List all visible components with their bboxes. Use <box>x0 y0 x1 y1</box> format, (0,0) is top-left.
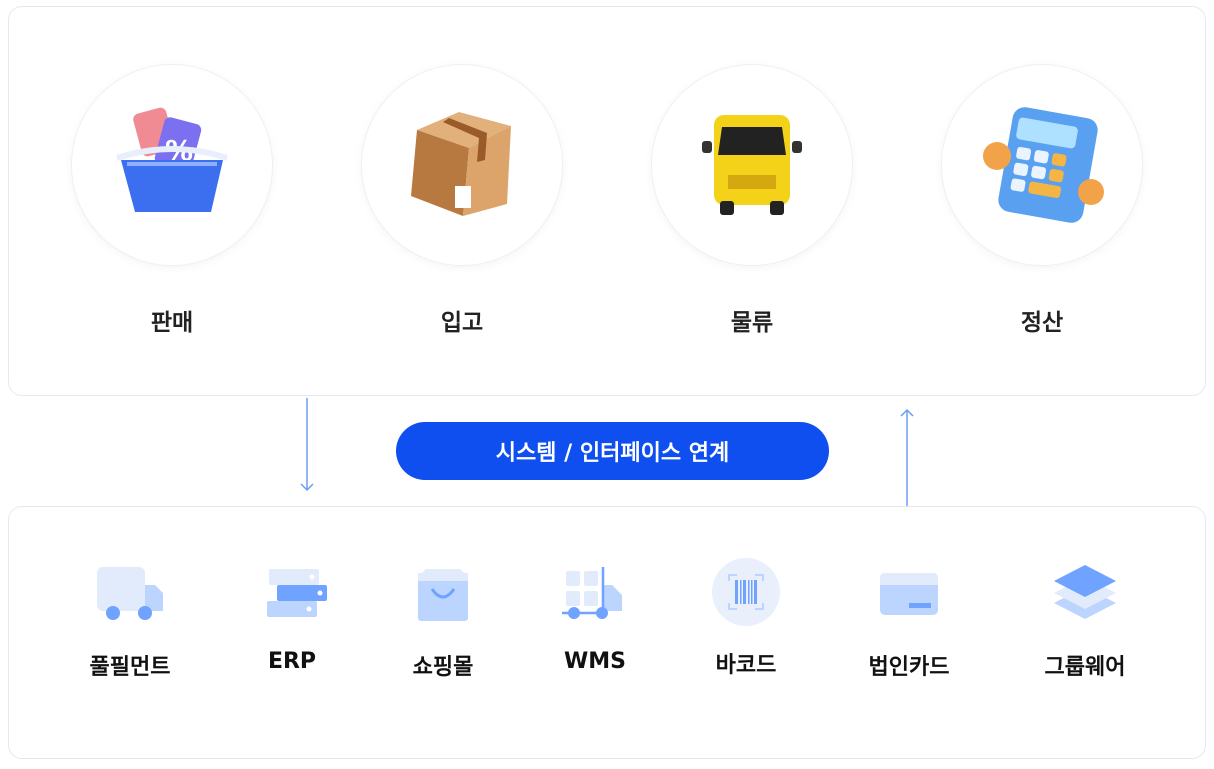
shopping-bag-icon <box>418 569 468 621</box>
system-erp: ERP <box>217 563 367 674</box>
arrow-down-icon <box>300 398 314 492</box>
step-receiving: 입고 <box>362 65 562 337</box>
step-logistics: 물류 <box>652 65 852 337</box>
cardboard-box-icon <box>362 65 562 265</box>
system-label: 바코드 <box>715 653 777 678</box>
workflow-card: % 판매 입고 <box>8 6 1206 396</box>
server-stack-icon <box>267 569 327 617</box>
system-barcode: 바코드 <box>671 558 821 679</box>
system-corporate-card: 법인카드 <box>834 563 984 681</box>
layers-icon <box>1054 565 1116 619</box>
system-groupware: 그룹웨어 <box>1010 563 1160 681</box>
integration-badge: 시스템 / 인터페이스 연계 <box>396 422 829 480</box>
step-label: 판매 <box>150 310 194 336</box>
delivery-truck-icon <box>97 567 163 620</box>
arrow-up-icon <box>900 408 914 506</box>
step-sales: % 판매 <box>72 65 272 337</box>
warehouse-cart-icon <box>562 567 622 619</box>
system-fulfillment: 풀필먼트 <box>55 563 205 681</box>
system-label: 법인카드 <box>868 655 950 680</box>
barcode-icon <box>712 558 780 626</box>
step-label: 정산 <box>1020 310 1064 336</box>
system-label: 쇼핑몰 <box>412 655 474 680</box>
shopping-basket-icon: % <box>72 65 272 265</box>
system-label: WMS <box>563 649 626 674</box>
step-label: 물류 <box>730 310 774 336</box>
system-shopping-mall: 쇼핑몰 <box>368 563 518 681</box>
credit-card-icon <box>880 573 938 615</box>
system-label: ERP <box>267 649 317 674</box>
step-settlement: 정산 <box>942 65 1142 337</box>
step-label: 입고 <box>440 310 484 336</box>
systems-card: 풀필먼트 ERP 쇼핑몰 WMS <box>8 506 1206 759</box>
system-label: 그룹웨어 <box>1044 655 1126 680</box>
system-wms: WMS <box>520 563 670 674</box>
truck-icon <box>652 65 852 265</box>
system-label: 풀필먼트 <box>89 655 171 680</box>
calculator-icon <box>942 65 1142 265</box>
